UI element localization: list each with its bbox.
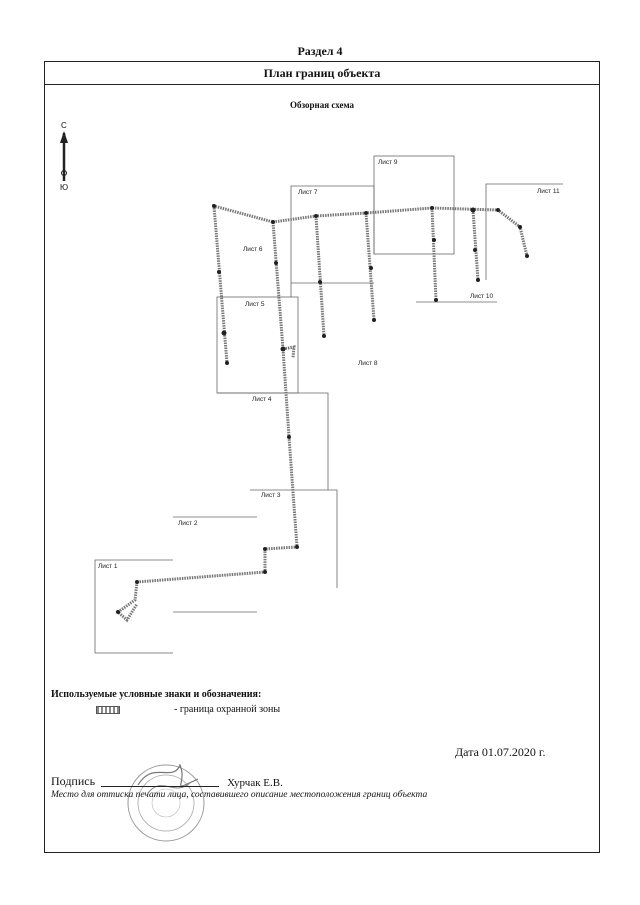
sheet-5-frame bbox=[216, 296, 299, 394]
protection-zone-swatch-icon bbox=[96, 705, 120, 714]
branch-3 bbox=[430, 207, 438, 301]
sheet-label-3: Лист 3 bbox=[261, 492, 281, 499]
signature-label: Подпись bbox=[51, 774, 96, 788]
signer-name: Хурчак Е.В. bbox=[227, 777, 283, 789]
sheet-3-frame bbox=[250, 489, 338, 588]
seal-stamp-icon bbox=[127, 763, 205, 842]
document-frame: План границ объекта Обзорная схема bbox=[44, 61, 600, 853]
document-date: Дата 01.07.2020 г. bbox=[455, 745, 546, 759]
signature-row: Подпись Хурчак Е.В. bbox=[51, 774, 283, 789]
compass-north: С bbox=[61, 121, 67, 130]
route-main bbox=[136, 203, 299, 584]
legend-item-label: - граница охранной зоны bbox=[174, 704, 281, 715]
branch-4 bbox=[471, 209, 480, 281]
sheet-11-frame bbox=[485, 183, 563, 280]
signature-line bbox=[101, 786, 220, 787]
sheet-label-10: Лист 10 bbox=[470, 293, 494, 300]
sheet-label-4: Лист 4 bbox=[252, 396, 272, 403]
sheet-9-frame bbox=[373, 155, 455, 255]
scheme-title: Обзорная схема bbox=[289, 100, 355, 110]
branch-5 bbox=[282, 345, 296, 359]
sheet-1-frame bbox=[94, 559, 173, 654]
sheet-7-frame bbox=[290, 185, 374, 297]
sheet-label-7: Лист 7 bbox=[298, 189, 318, 196]
branch-1 bbox=[314, 215, 326, 337]
sheet-4-frame bbox=[218, 392, 329, 490]
sheet-label-11: Лист 11 bbox=[537, 188, 560, 195]
route-nodes bbox=[116, 204, 529, 614]
sheet-label-8: Лист 8 bbox=[358, 360, 378, 367]
sheet-label-1: Лист 1 bbox=[98, 563, 118, 570]
section-label: Раздел 4 bbox=[297, 44, 343, 58]
sheet-label-2: Лист 2 bbox=[178, 520, 198, 527]
stamp-note: Место для оттиска печати лица, составивш… bbox=[51, 790, 428, 800]
sheet-label-6: Лист 6 bbox=[243, 246, 263, 253]
document-title: План границ объекта bbox=[45, 62, 599, 85]
route-top bbox=[272, 206, 529, 257]
legend-title: Используемые условные знаки и обозначени… bbox=[51, 689, 262, 700]
sheet-label-9: Лист 9 bbox=[378, 159, 398, 166]
sheet-boundaries bbox=[94, 155, 563, 654]
route-end bbox=[115, 581, 139, 623]
legend-item: - граница охранной зоны bbox=[96, 704, 280, 715]
north-arrow-icon bbox=[60, 131, 68, 181]
sheet-label-5: Лист 5 bbox=[245, 301, 265, 308]
sheet-labels: Лист 1 Лист 2 Лист 3 Лист 4 Лист 5 Лист … bbox=[98, 159, 560, 570]
protection-zone-lines bbox=[115, 203, 529, 623]
compass-south: Ю bbox=[60, 183, 69, 192]
